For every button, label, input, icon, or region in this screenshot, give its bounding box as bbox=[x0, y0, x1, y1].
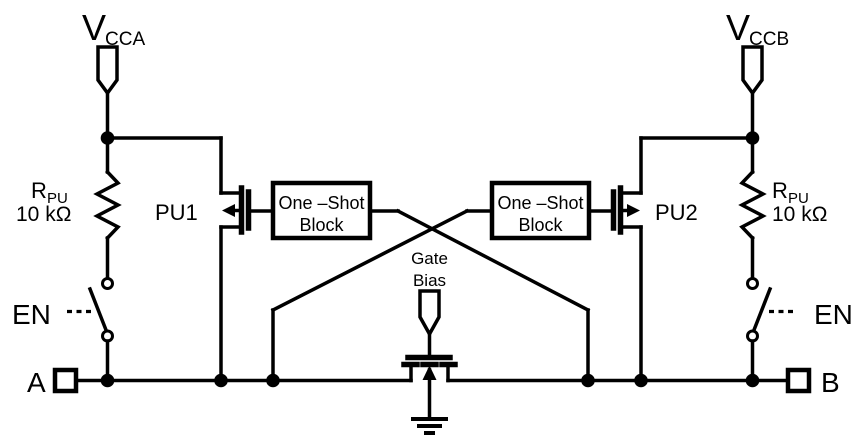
junction-dot bbox=[581, 373, 595, 388]
oneshot-block-left: One –Shot Block bbox=[270, 180, 591, 383]
cross-wire-left-to-b bbox=[395, 208, 591, 313]
port-b-terminal-icon bbox=[785, 367, 812, 394]
junction-dot bbox=[100, 373, 115, 388]
vcca-supply: V CCA bbox=[82, 7, 223, 195]
vccb-subscript: CCB bbox=[749, 29, 789, 50]
enable-switch-left: EN bbox=[12, 277, 114, 383]
pullup-resistor-right: R PU 10 kΩ bbox=[738, 169, 827, 280]
oneshot-left-line1: One –Shot bbox=[278, 193, 364, 213]
rpu-right-value: 10 kΩ bbox=[772, 203, 827, 226]
pass-transistor bbox=[401, 354, 458, 421]
switch-blade-icon bbox=[87, 286, 109, 333]
cross-wire-right-to-a bbox=[270, 208, 470, 313]
port-b-label: B bbox=[821, 367, 840, 398]
port-a: A bbox=[27, 367, 413, 398]
gate-bias-pin-icon bbox=[418, 289, 441, 338]
pu2-label: PU2 bbox=[655, 200, 698, 225]
rpu-right-label: R bbox=[772, 178, 788, 203]
resistor-zigzag-icon bbox=[93, 169, 122, 241]
port-a-terminal-icon bbox=[52, 367, 79, 394]
pass-fet-body-arrow-icon bbox=[422, 365, 437, 380]
pu1-label: PU1 bbox=[155, 200, 198, 225]
junction-dot bbox=[745, 131, 760, 145]
junction-dot bbox=[634, 373, 648, 388]
port-a-label: A bbox=[27, 367, 46, 398]
rpu-left-subscript: PU bbox=[47, 190, 68, 207]
gate-bias-line2: Bias bbox=[413, 271, 446, 290]
en-left-label: EN bbox=[12, 299, 51, 330]
port-b: B bbox=[446, 367, 840, 398]
vcca-label: V bbox=[82, 7, 106, 48]
junction-dot bbox=[745, 373, 760, 388]
vccb-pin-icon bbox=[741, 45, 764, 96]
rpu-left-label: R bbox=[31, 178, 47, 203]
switch-contact-top bbox=[746, 277, 759, 290]
pullup-resistor-left: R PU 10 kΩ bbox=[16, 169, 122, 280]
switch-contact-top bbox=[101, 277, 114, 290]
oneshot-left-box bbox=[270, 180, 373, 241]
gate-bias: Gate Bias bbox=[411, 249, 448, 357]
gate-bias-line1: Gate bbox=[411, 249, 448, 268]
oneshot-left-line2: Block bbox=[299, 215, 344, 235]
pu1-body-arrow-icon bbox=[222, 204, 235, 217]
ground-symbol bbox=[411, 417, 448, 435]
transistor-pu1: PU1 bbox=[155, 185, 275, 383]
vcca-subscript: CCA bbox=[105, 29, 145, 50]
transistor-pu2: PU2 bbox=[587, 136, 698, 383]
vccb-label: V bbox=[726, 7, 750, 48]
resistor-zigzag-icon bbox=[738, 169, 767, 241]
enable-switch-right: EN bbox=[746, 277, 853, 383]
pu2-body-arrow-icon bbox=[627, 204, 640, 217]
oneshot-right-line1: One –Shot bbox=[497, 193, 583, 213]
rpu-left-value: 10 kΩ bbox=[16, 203, 71, 226]
oneshot-right-line2: Block bbox=[518, 215, 563, 235]
en-right-label: EN bbox=[814, 299, 853, 330]
junction-dot bbox=[100, 131, 115, 145]
rpu-right-subscript: PU bbox=[788, 190, 809, 207]
switch-blade-icon bbox=[751, 286, 773, 333]
vccb-supply: V CCB bbox=[639, 7, 789, 174]
vcca-pin-icon bbox=[96, 45, 119, 96]
